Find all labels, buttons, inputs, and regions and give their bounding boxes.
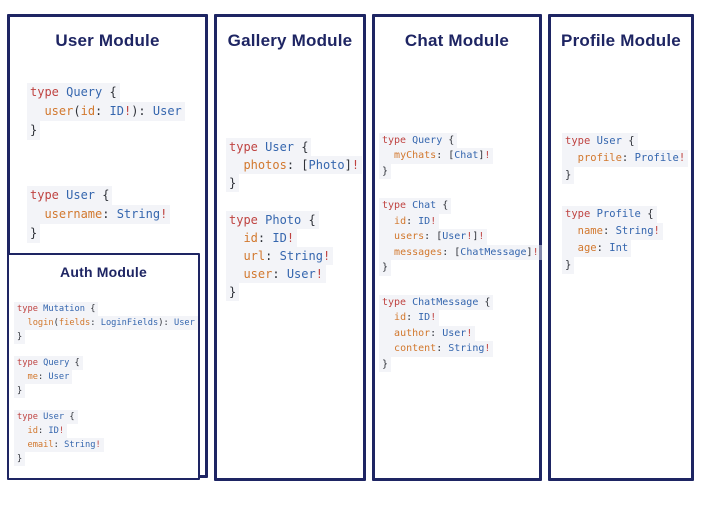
code-block: type Mutation { login(fields: LoginField… <box>14 302 198 345</box>
code-line: } <box>14 330 26 345</box>
code-line: profile: Profile! <box>562 149 689 167</box>
code-line: } <box>379 260 392 276</box>
code-line: content: String! <box>379 341 494 357</box>
panel-title-gallery-module: Gallery Module <box>227 31 353 50</box>
code-line: id: ID! <box>379 310 440 326</box>
code-line: user(id: ID!): User <box>27 101 185 121</box>
code-line: type Photo { <box>226 210 319 229</box>
code-block: type Query { me: User} <box>14 356 198 399</box>
panel-title-user-module: User Module <box>55 31 160 50</box>
code-line: user: User! <box>226 264 326 283</box>
code-line: } <box>27 223 41 243</box>
code-line: photos: [Photo]! <box>226 155 363 174</box>
code-line: } <box>226 282 240 301</box>
code-block: type ChatMessage { id: ID! author: User!… <box>379 294 539 373</box>
code-line: me: User <box>14 370 73 385</box>
code-line: type Query { <box>27 82 120 102</box>
panel-title-auth-module: Auth Module <box>60 264 147 280</box>
code-line: type Mutation { <box>14 302 99 317</box>
code-line: } <box>562 166 575 184</box>
code-line: age: Int <box>562 239 632 257</box>
code-block: type User { photos: [Photo]!} <box>226 137 363 192</box>
code-block: type User { username: String!} <box>27 185 205 243</box>
panel-gallery-module: Gallery Module type User { photos: [Phot… <box>214 14 366 481</box>
code-line: type ChatMessage { <box>379 294 494 311</box>
code-area-chat-module: type Query { myChats: [Chat]!}type Chat … <box>375 132 542 373</box>
code-line: users: [User!]! <box>379 229 488 245</box>
code-block: type Profile { name: String! age: Int} <box>562 205 691 274</box>
code-area-auth-module: type Mutation { login(fields: LoginField… <box>9 302 198 467</box>
code-area-gallery-module: type User { photos: [Photo]!}type Photo … <box>217 137 363 301</box>
code-line: type Query { <box>14 356 83 371</box>
code-line: } <box>226 173 240 192</box>
panel-auth-module: Auth Module type Mutation { login(fields… <box>7 253 200 480</box>
code-block: type User { id: ID! email: String!} <box>14 410 198 467</box>
code-line: } <box>379 356 392 373</box>
code-area-user-module: type Query { user(id: ID!): User}type Us… <box>10 82 205 243</box>
code-line: type User { <box>226 137 312 156</box>
code-line: myChats: [Chat]! <box>379 148 494 164</box>
code-line: login(fields: LoginFields): User <box>14 316 198 331</box>
code-line: id: ID! <box>14 424 68 439</box>
code-block: type Query { myChats: [Chat]!} <box>379 132 539 180</box>
panel-user-module: User Module type Query { user(id: ID!): … <box>7 14 208 480</box>
code-line: } <box>562 256 575 274</box>
panel-chat-module: Chat Module type Query { myChats: [Chat]… <box>372 14 542 481</box>
code-line: messages: [ChatMessage]! <box>379 244 542 261</box>
code-line: id: ID! <box>379 213 440 230</box>
code-line: } <box>14 452 26 467</box>
code-line: } <box>14 384 26 399</box>
code-block: type Photo { id: ID! url: String! user: … <box>226 210 363 301</box>
panel-title-chat-module: Chat Module <box>404 31 510 50</box>
panel-profile-module: Profile Module type User { profile: Prof… <box>548 14 694 481</box>
code-line: email: String! <box>14 438 104 453</box>
code-line: username: String! <box>27 204 171 224</box>
code-line: type User { <box>14 410 78 425</box>
code-line: type Query { <box>379 132 458 149</box>
code-line: type Profile { <box>562 205 657 223</box>
code-line: type User { <box>562 132 638 150</box>
code-line: } <box>27 120 41 140</box>
code-line: author: User! <box>379 325 476 342</box>
code-line: id: ID! <box>226 228 298 247</box>
code-line: type Chat { <box>379 198 452 214</box>
panel-title-profile-module: Profile Module <box>561 31 681 50</box>
code-block: type User { profile: Profile!} <box>562 132 691 184</box>
code-line: url: String! <box>226 246 334 265</box>
code-block: type Query { user(id: ID!): User} <box>27 82 205 140</box>
code-block: type Chat { id: ID! users: [User!]! mess… <box>379 198 542 276</box>
code-line: } <box>379 163 392 180</box>
code-area-profile-module: type User { profile: Profile!}type Profi… <box>551 132 691 274</box>
code-line: type User { <box>27 185 113 205</box>
code-line: name: String! <box>562 222 663 240</box>
